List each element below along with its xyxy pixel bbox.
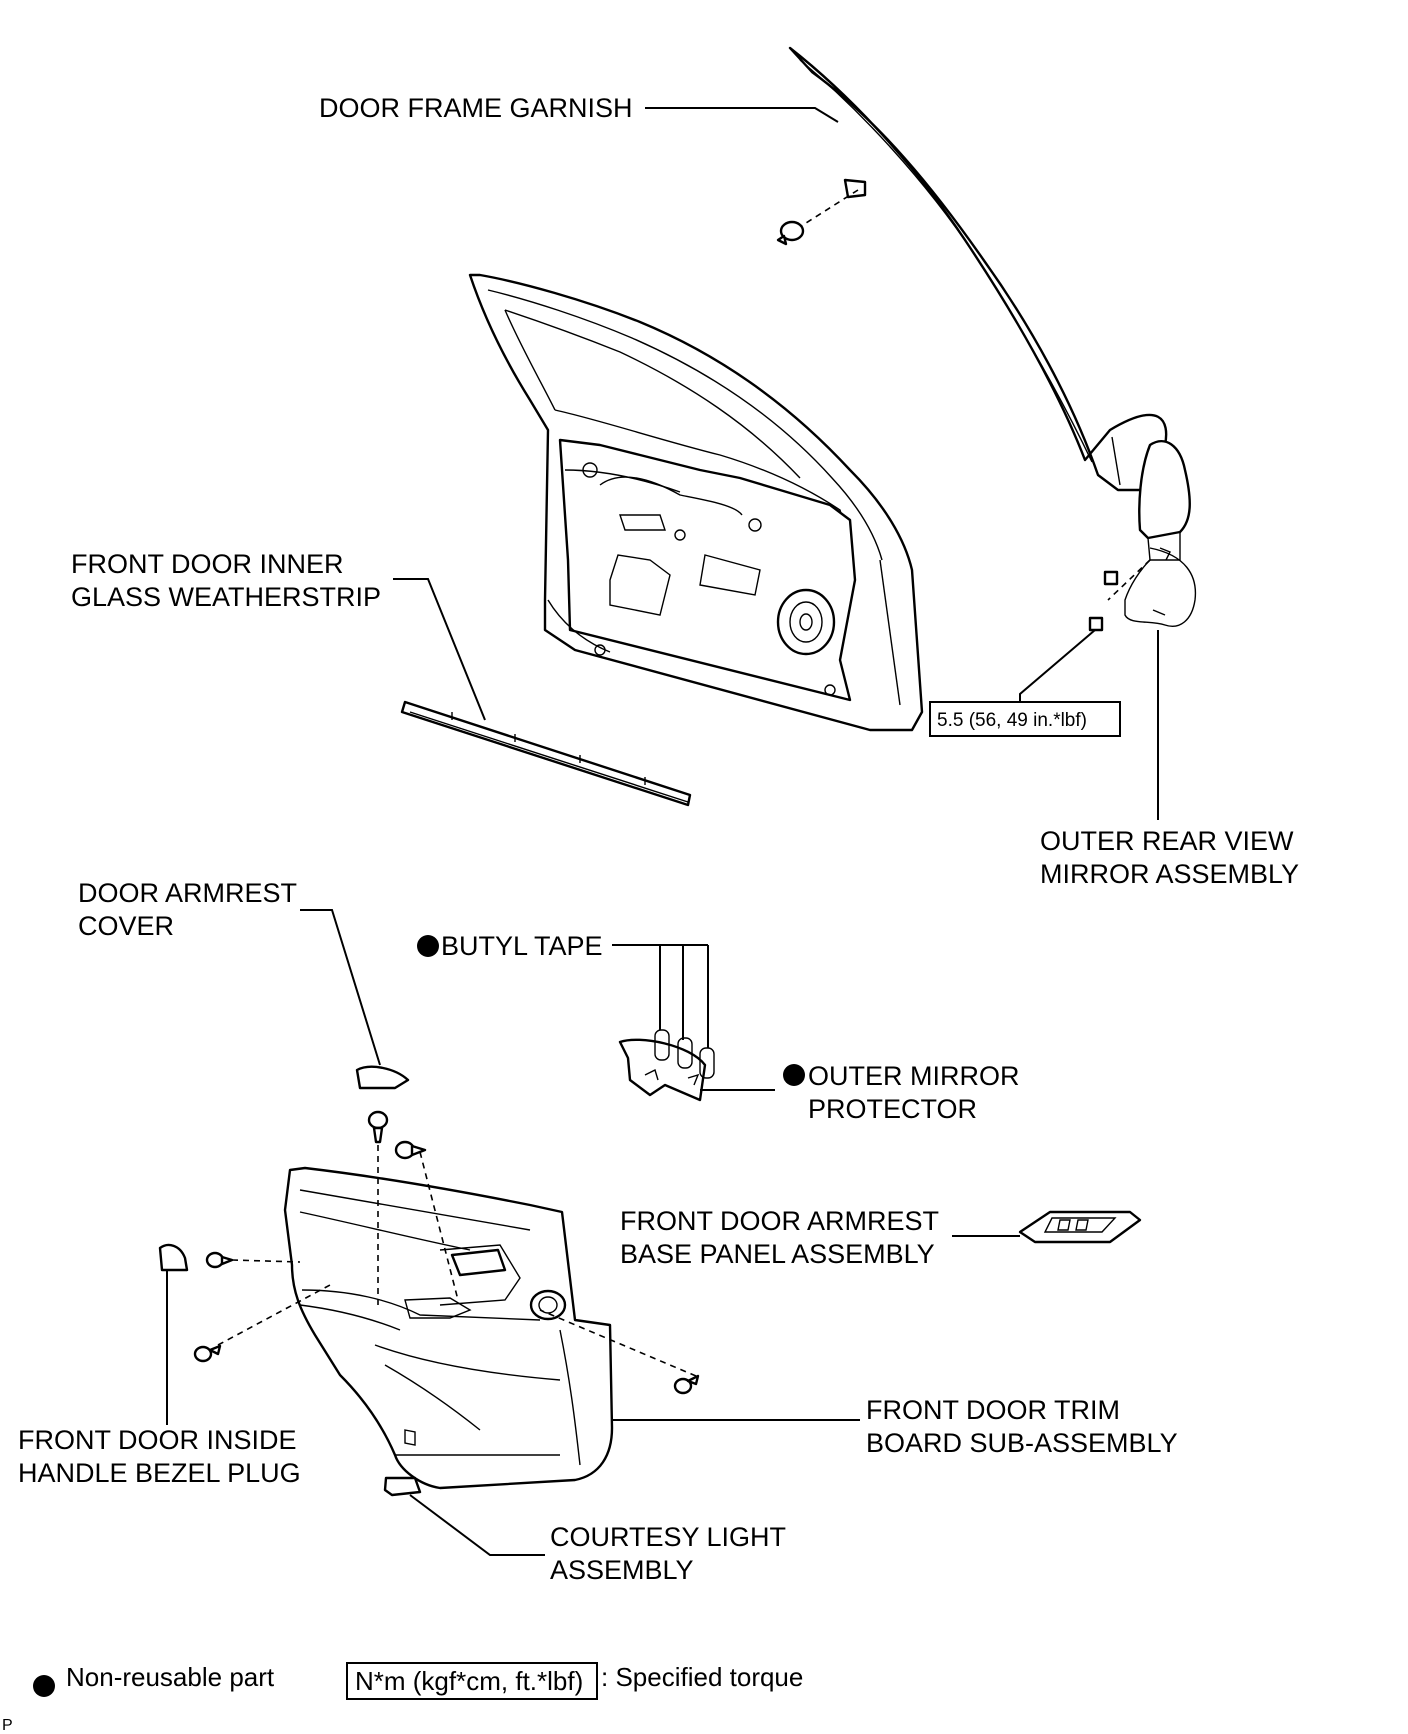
screw-icon — [205, 1251, 234, 1269]
label-outer-mirror-protector-line2: PROTECTOR — [808, 1094, 977, 1124]
screw-icon — [673, 1374, 700, 1395]
label-outer-mirror-protector-line1: OUTER MIRROR — [808, 1061, 1020, 1091]
torque-value: 5.5 (56, 49 in.*lbf) — [937, 710, 1087, 731]
label-butyl-tape: BUTYL TAPE — [441, 931, 603, 961]
label-courtesy-light-line2: ASSEMBLY — [550, 1555, 694, 1585]
legend-specified-torque: : Specified torque — [601, 1662, 803, 1692]
label-trim-board-line1: FRONT DOOR TRIM — [866, 1395, 1120, 1425]
label-outer-rear-view-line1: OUTER REAR VIEW — [1040, 826, 1294, 856]
non-reusable-mark-butyl — [417, 935, 439, 957]
screw-icon — [193, 1344, 222, 1363]
outer-mirror-protector-part — [618, 1029, 715, 1102]
legend-non-reusable: Non-reusable part — [66, 1662, 275, 1692]
screw-icon — [394, 1140, 427, 1160]
screw-icon — [367, 1110, 389, 1144]
legend-torque-box — [346, 1662, 598, 1700]
label-door-armrest-cover-line1: DOOR ARMREST — [78, 878, 297, 908]
legend-torque-units: N*m (kgf*cm, ft.*lbf) — [355, 1666, 583, 1696]
label-armrest-base-panel-line2: BASE PANEL ASSEMBLY — [620, 1239, 935, 1269]
label-front-door-inner-line2: GLASS WEATHERSTRIP — [71, 582, 381, 612]
label-outer-rear-view-line2: MIRROR ASSEMBLY — [1040, 859, 1299, 889]
courtesy-light-part — [383, 1476, 422, 1497]
label-inside-handle-bezel-line2: HANDLE BEZEL PLUG — [18, 1458, 301, 1488]
front-door-panel — [468, 273, 924, 732]
label-courtesy-light-line1: COURTESY LIGHT — [550, 1522, 786, 1552]
torque-value-box — [929, 701, 1121, 737]
non-reusable-legend-icon — [33, 1675, 55, 1697]
label-armrest-base-panel-line1: FRONT DOOR ARMREST — [620, 1206, 939, 1236]
clip-icon — [776, 220, 805, 246]
outer-rear-view-mirror-part — [1124, 439, 1197, 627]
non-reusable-mark-protector — [783, 1064, 805, 1086]
label-door-frame-garnish: DOOR FRAME GARNISH — [319, 93, 633, 123]
bolt-icon — [1088, 616, 1104, 632]
front-door-armrest-base-panel-part — [1018, 1210, 1142, 1244]
label-trim-board-line2: BOARD SUB-ASSEMBLY — [866, 1428, 1178, 1458]
front-door-trim-board-part — [283, 1166, 614, 1490]
door-frame-garnish-part — [788, 46, 1172, 502]
label-inside-handle-bezel-line1: FRONT DOOR INSIDE — [18, 1425, 297, 1455]
figure-code: P — [2, 1717, 13, 1734]
front-door-inner-glass-weatherstrip-part — [400, 700, 692, 807]
nut-icon — [1103, 570, 1119, 586]
label-door-armrest-cover-line2: COVER — [78, 911, 174, 941]
door-armrest-cover-part — [355, 1065, 410, 1090]
front-door-inside-handle-bezel-plug-part — [158, 1243, 189, 1272]
label-front-door-inner-line1: FRONT DOOR INNER — [71, 549, 344, 579]
